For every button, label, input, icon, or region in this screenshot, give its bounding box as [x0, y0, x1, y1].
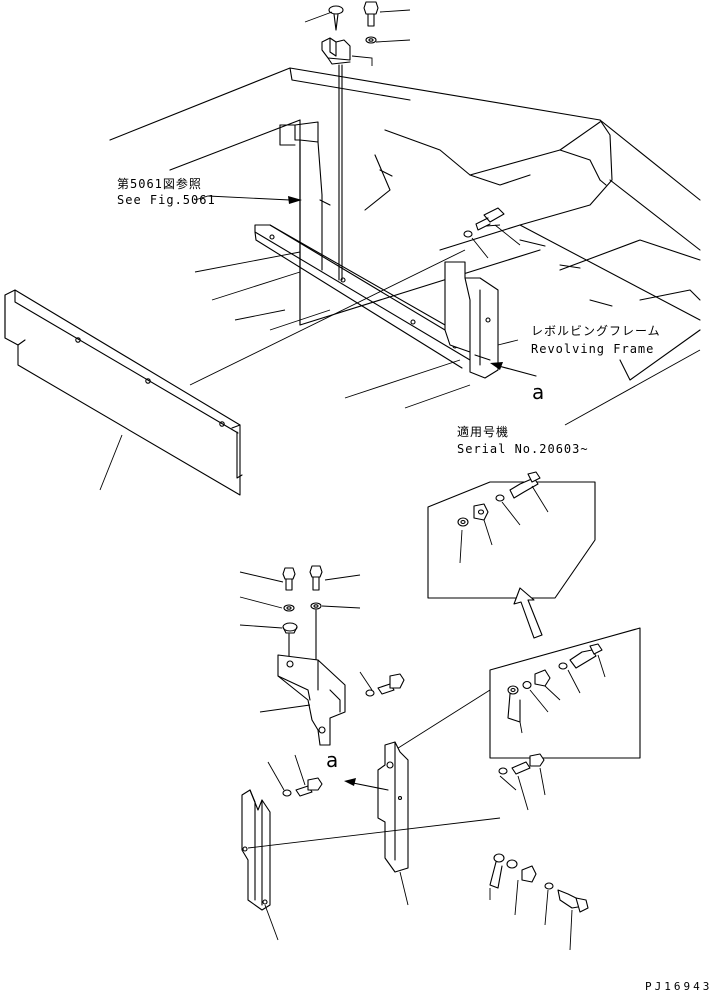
frame-bracket: [444, 261, 499, 379]
lower-right-bolts: [489, 753, 589, 913]
ref-label-jp: 第5061図参照: [117, 177, 202, 191]
upright-post: [279, 121, 331, 326]
top-screw: [328, 5, 344, 31]
bolt-detail-box: [394, 627, 641, 759]
revolving-frame-outline: [109, 67, 701, 381]
detail-a-arrowhead: [490, 362, 503, 370]
serial-label-en: Serial No.20603~: [457, 442, 589, 456]
frame-label-jp: レボルビングフレーム: [531, 324, 661, 338]
top-clamp-bracket: [321, 37, 351, 65]
lower-top-bolts: [282, 565, 323, 681]
leader-lines-lower: [239, 571, 573, 951]
top-bolt: [363, 1, 379, 27]
center-plate: [377, 741, 409, 873]
lower-left-bolt: [282, 777, 323, 797]
drawing-code: PJ16943: [645, 980, 713, 993]
detail-a-label-top: a: [532, 380, 545, 404]
frame-bolt: [475, 207, 505, 231]
lower-mount-bracket: [277, 654, 346, 746]
serial-up-arrow: [513, 587, 543, 639]
leader-lines-upper: [99, 9, 701, 491]
serial-detail-box: [427, 471, 596, 599]
side-cover-panel: [4, 289, 243, 496]
serial-label-jp: 適用号機: [457, 425, 510, 439]
frame-washer: [463, 230, 473, 238]
detail-a-arrow-shaft: [494, 364, 537, 377]
top-washer: [365, 36, 377, 44]
lower-left-panel: [241, 789, 271, 911]
ref-arrowhead: [288, 196, 302, 204]
bracket-side-bolt: [365, 673, 405, 697]
frame-label-en: Revolving Frame: [531, 342, 655, 356]
detail-a-label-bottom: a: [326, 748, 339, 772]
detail-a-lower-arrowhead: [344, 778, 356, 786]
ref-label-en: See Fig.5061: [117, 193, 216, 207]
